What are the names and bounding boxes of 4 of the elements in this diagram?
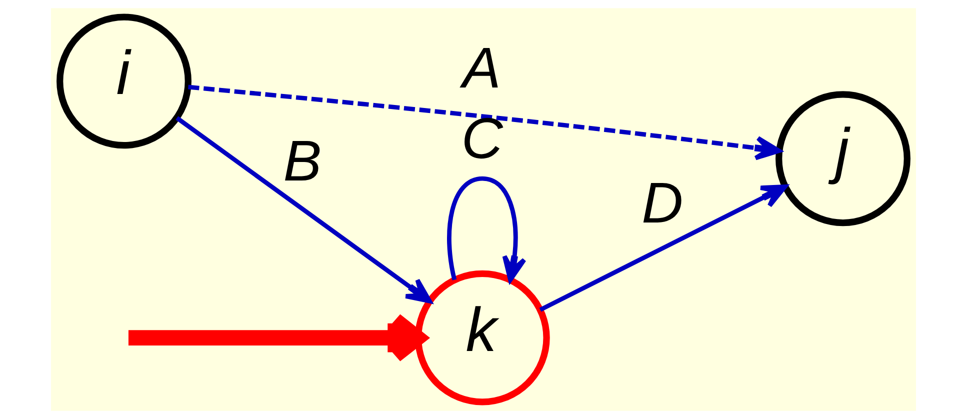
edge-label: B	[282, 129, 322, 194]
edge-label: A	[462, 36, 500, 100]
edge-label: C	[460, 107, 502, 172]
edge-label: D	[641, 171, 683, 236]
